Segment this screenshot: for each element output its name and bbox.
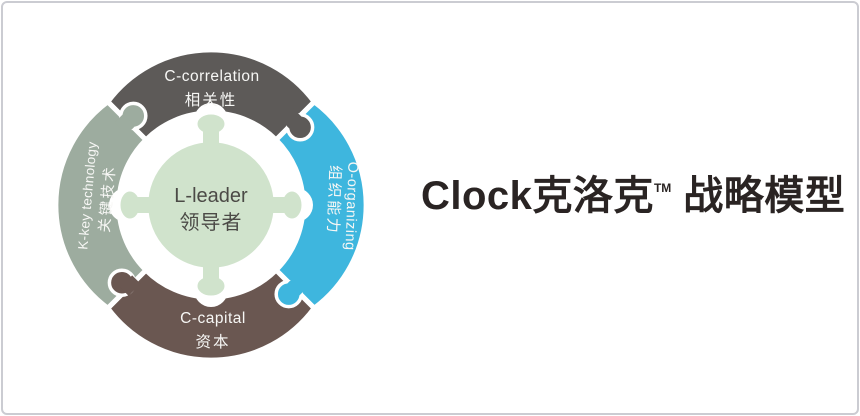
center-label-zh: 领导者 (180, 211, 243, 234)
segment-label-en-top: C-correlation (164, 68, 259, 85)
center-label-en: L-leader (174, 185, 248, 207)
center-knob-neck-south (203, 264, 219, 282)
center-labels: L-leader 领导者 (174, 185, 248, 234)
title-part2: 战略模型 (683, 174, 846, 218)
segment-label-en-right: O-organizing (341, 161, 360, 251)
title-part1: Clock克洛克 (421, 174, 654, 218)
segment-label-zh-top: 相关性 (185, 91, 238, 109)
puzzle-tab-neck-correlation (281, 108, 302, 130)
puzzle-tab-neck-capital (120, 275, 141, 296)
segment-labels: C-correlation 相关性 O-organizing 组织能力 C-ca… (75, 68, 360, 351)
segment-label-zh-right: 组织能力 (324, 165, 343, 236)
center-knob-necks (134, 128, 288, 282)
page-title: Clock克洛克TM 战略模型 (421, 176, 845, 216)
trademark-mark: TM (653, 180, 672, 195)
segment-label-en-bottom: C-capital (180, 310, 246, 327)
segment-label-zh-bottom: 资本 (195, 333, 230, 351)
center-knob-neck-north (203, 128, 219, 146)
segment-label-zh-left: 关键技术 (96, 164, 119, 233)
puzzle-tab-neck-organizing (286, 275, 308, 296)
puzzle-tabs (107, 101, 315, 309)
center-knob-neck-east (270, 197, 288, 213)
puzzle-tab-neck-key-technology (114, 114, 136, 135)
center-knob-neck-west (134, 197, 152, 213)
